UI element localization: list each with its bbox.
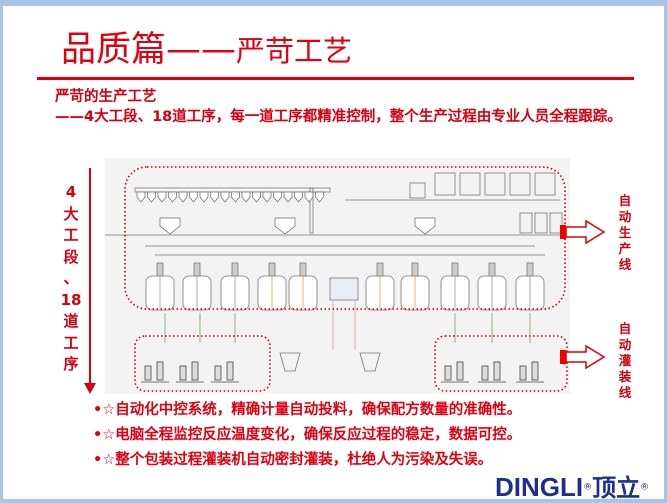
- hopper: [189, 191, 198, 203]
- weigh-scale: [414, 217, 436, 235]
- hopper: [283, 191, 293, 203]
- filling-machine: [444, 365, 452, 381]
- stage-char: 工: [63, 226, 79, 244]
- reactor-motor: [231, 262, 239, 277]
- hopper: [199, 191, 209, 203]
- filling-machine: [179, 365, 187, 381]
- hopper: [294, 191, 303, 203]
- stage-char: 大: [63, 204, 79, 223]
- hopper: [273, 191, 282, 203]
- production-line-label: 自 动 生 产 线: [615, 193, 635, 273]
- intro-text: 严苛的生产工艺 ——4大工段、18道工序，每一道工序都精准控制，整个生产过程由专…: [55, 87, 635, 127]
- filling-machine: [519, 365, 527, 381]
- stage-char: 段: [63, 247, 79, 266]
- logo-cn: 顶立: [592, 474, 641, 502]
- stage-char: 、: [63, 269, 79, 287]
- hopper: [220, 191, 230, 203]
- intro-body: ——4大工段、18道工序，每一道工序都精准控制，整个生产过程由专业人员全程跟踪。: [55, 109, 622, 125]
- reactor-motor: [193, 262, 201, 277]
- weigh-scale: [159, 217, 181, 235]
- filling-machine: [214, 365, 222, 381]
- filling-machine: [481, 365, 489, 381]
- label-char: 线: [618, 257, 632, 272]
- slide-title: 品质篇——严苛工艺: [61, 28, 352, 73]
- stage-char: 工: [63, 333, 79, 352]
- hopper: [168, 191, 177, 203]
- stage-label: 4 大 工 段 、 18 道 工 序: [59, 182, 83, 376]
- hopper: [157, 191, 167, 203]
- stage-char: 18: [60, 290, 82, 309]
- process-flow-diagram: [105, 166, 570, 392]
- hopper: [136, 191, 146, 203]
- label-char: 自: [618, 193, 632, 208]
- intro-heading: 严苛的生产工艺: [55, 89, 157, 105]
- filling-machine: [226, 361, 234, 381]
- filling-line-label: 自 动 灌 装 线: [615, 321, 635, 401]
- reactor-motor: [376, 262, 384, 277]
- label-char: 灌: [618, 353, 632, 368]
- down-arrow-icon: [84, 383, 96, 394]
- filling-line-arrow-icon: [560, 344, 606, 370]
- title-dash: ——: [166, 30, 237, 70]
- label-char: 产: [618, 241, 632, 256]
- stage-char: 道: [63, 312, 79, 330]
- slide: 品质篇——严苛工艺 严苛的生产工艺 ——4大工段、18道工序，每一道工序都精准控…: [3, 6, 664, 502]
- production-diagram: [105, 158, 570, 394]
- reactor-motor: [156, 262, 164, 277]
- reactor-motor: [488, 262, 496, 277]
- filling-machine: [144, 365, 152, 381]
- label-char: 动: [618, 337, 632, 352]
- label-char: 自: [618, 321, 632, 336]
- production-line-arrow-icon: [560, 219, 606, 245]
- hopper: [315, 191, 324, 203]
- logo-mark: ®: [640, 482, 650, 493]
- filling-machine: [156, 361, 164, 381]
- feature-list: •☆自动化中控系统，精确计量自动投料，确保配方数量的准确性。 •☆电脑全程监控反…: [93, 398, 521, 473]
- reactor-motor: [268, 262, 276, 277]
- filling-machine: [456, 361, 464, 381]
- process-arrow-line: [89, 168, 91, 388]
- filling-machine: [531, 361, 539, 381]
- feature-item: •☆电脑全程监控反应温度变化，确保反应过程的稳定，数据可控。: [93, 427, 522, 443]
- label-char: 线: [618, 385, 632, 400]
- label-char: 动: [618, 209, 632, 224]
- logo-en: DINGLI: [495, 472, 584, 502]
- reactor-motor: [299, 262, 307, 277]
- reactor-motor: [411, 262, 419, 277]
- title-sub: 严苛工艺: [236, 34, 353, 68]
- stage-char: 序: [63, 355, 79, 373]
- hopper: [304, 191, 314, 203]
- hopper: [231, 191, 240, 203]
- logo-mark: ®: [583, 482, 593, 493]
- hopper: [147, 191, 156, 203]
- dingli-logo: DINGLI®顶立®: [495, 468, 649, 503]
- feature-item: •☆整个包装过程灌装机自动密封灌装，杜绝人为污染及失误。: [93, 452, 493, 468]
- title-main: 品质篇: [61, 30, 167, 70]
- feature-item: •☆自动化中控系统，精确计量自动投料，确保配方数量的准确性。: [93, 402, 522, 418]
- label-char: 生: [618, 225, 632, 240]
- hopper: [241, 191, 251, 203]
- weigh-scale: [274, 217, 296, 235]
- hopper: [210, 191, 219, 203]
- label-char: 装: [618, 369, 632, 384]
- reactor-motor: [526, 262, 534, 277]
- hopper: [262, 191, 272, 203]
- filling-machine: [191, 361, 199, 381]
- filling-machine: [493, 361, 501, 381]
- stage-char: 4: [65, 183, 77, 201]
- title-divider: [37, 77, 634, 80]
- hopper: [178, 191, 188, 203]
- reactor-motor: [451, 262, 459, 277]
- hopper: [252, 191, 261, 203]
